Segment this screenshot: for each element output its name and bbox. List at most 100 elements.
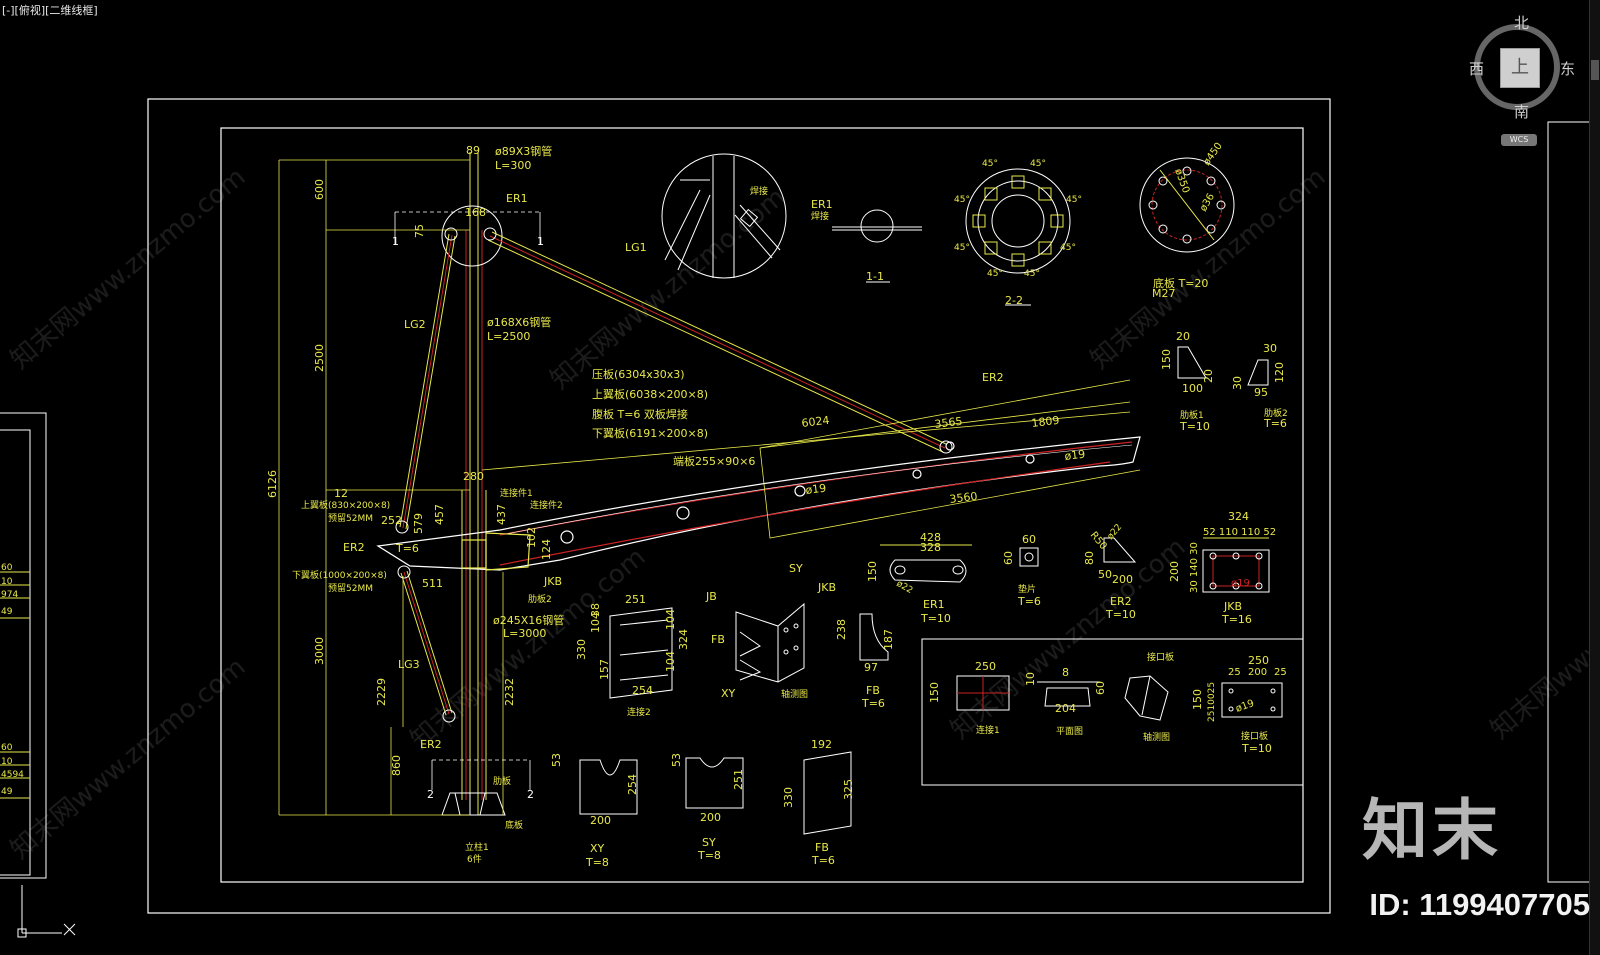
label-330b: 330 xyxy=(782,787,795,808)
base-plate-detail xyxy=(1139,157,1235,253)
label-fb2-part: FB xyxy=(815,841,829,854)
viewport-label[interactable]: [-][俯视][二维线框] xyxy=(2,4,98,17)
fb-plate xyxy=(859,613,889,661)
label-d22: ø22 xyxy=(895,579,915,596)
detail-box xyxy=(921,638,1304,786)
label-er1: ER1 xyxy=(506,192,528,205)
label-pipe245: ø245X16钢管 xyxy=(493,613,564,627)
left-row: 10 xyxy=(1,577,13,587)
label-d168: 168 xyxy=(465,206,486,219)
label-80: 80 xyxy=(1083,551,1096,565)
label-38: 38 xyxy=(589,603,602,617)
label-330: 330 xyxy=(575,639,588,660)
label-280: 280 xyxy=(463,470,484,483)
label-12: 12 xyxy=(334,487,348,500)
viewcube-west[interactable]: 西 xyxy=(1469,60,1485,78)
label-97: 97 xyxy=(864,661,878,674)
label-d19b: ø19 xyxy=(805,482,827,497)
label-6126: 6126 xyxy=(266,470,279,498)
label-er1-sub: 焊接 xyxy=(811,210,829,222)
joint-plate xyxy=(1221,682,1283,718)
viewcube[interactable]: 上 xyxy=(1470,18,1570,118)
label-er2-side: ER2 xyxy=(343,541,365,554)
label-53b: 53 xyxy=(670,753,683,767)
rib-plates xyxy=(1177,346,1269,386)
label-238: 238 xyxy=(835,619,848,640)
label-d350: ø350 xyxy=(1172,167,1191,194)
label-cut2b: 2 xyxy=(527,788,534,801)
label-base: 底板 xyxy=(505,819,523,831)
label-2500: 2500 xyxy=(313,344,326,372)
ucs-icon[interactable] xyxy=(17,885,76,938)
label-75: 75 xyxy=(413,224,426,238)
label-579: 579 xyxy=(412,513,425,534)
label-jp-t10: T=10 xyxy=(1241,742,1272,755)
label-er2b: ER2 xyxy=(420,738,442,751)
section-2-2 xyxy=(965,168,1071,306)
label-157: 157 xyxy=(598,659,611,680)
viewcube-north[interactable]: 北 xyxy=(1514,14,1530,32)
label-sec22: 2-2 xyxy=(1005,294,1023,307)
label-95: 95 xyxy=(1254,386,1268,399)
label-124: 124 xyxy=(540,539,553,560)
label-45d: 45° xyxy=(954,195,970,205)
label-100: 100 xyxy=(1182,382,1203,395)
scroll-thumb[interactable] xyxy=(1591,60,1599,80)
label-120: 120 xyxy=(1273,362,1286,383)
label-sy-part: SY xyxy=(702,836,716,849)
label-20a: 20 xyxy=(1176,330,1190,343)
beam xyxy=(376,379,1141,571)
label-45b: 45° xyxy=(1030,159,1046,169)
label-axon: 轴测图 xyxy=(1143,731,1170,743)
label-fb-t6: T=6 xyxy=(861,697,885,710)
label-45g: 45° xyxy=(987,269,1003,279)
wcs-dropdown[interactable]: WCS xyxy=(1501,134,1537,146)
label-d19c: ø19 xyxy=(1231,578,1250,589)
label-187: 187 xyxy=(882,629,895,650)
label-3000: 3000 xyxy=(313,637,326,665)
viewcube-south[interactable]: 南 xyxy=(1514,103,1530,121)
label-52-110: 52 110 110 52 xyxy=(1203,527,1276,538)
left-sheet: 60 10 974 49 60 10 4594 49 xyxy=(0,412,47,879)
label-60b: 60 xyxy=(1002,551,1015,565)
connection1-part xyxy=(956,675,1010,711)
label-2510025: 2510025 xyxy=(1207,682,1217,722)
label-254b: 254 xyxy=(626,774,639,795)
top-hub xyxy=(441,205,503,267)
label-bp-t20: 底板 T=20 xyxy=(1153,276,1208,290)
label-cut1a: 1 xyxy=(392,235,399,248)
label-reserve1: 预留52MM xyxy=(328,512,373,524)
er1-part xyxy=(880,544,972,583)
label-d450: ø450 xyxy=(1201,141,1224,168)
watermarks: 知末网www.znzmo.com 知末网www.znzmo.com 知末网www… xyxy=(5,162,1600,865)
label-200b: 200 xyxy=(1168,561,1181,582)
label-53a: 53 xyxy=(550,753,563,767)
label-45a: 45° xyxy=(982,159,998,169)
viewcube-ring xyxy=(1474,24,1560,110)
label-fb2-t6b: T=6 xyxy=(811,854,835,867)
label-l2500: L=2500 xyxy=(487,330,530,343)
label-m27: M27 xyxy=(1152,287,1176,300)
label-jb: JB xyxy=(705,590,717,603)
brand-logo: 知末 xyxy=(1362,792,1502,869)
vertical-scrollbar[interactable] xyxy=(1589,0,1600,955)
label-conn1: 连接1 xyxy=(976,724,1000,736)
sheet-inner-frame xyxy=(220,127,1304,883)
left-row: 60 xyxy=(1,563,13,573)
label-60c: 60 xyxy=(1094,681,1107,695)
label-324: 324 xyxy=(1228,510,1249,523)
label-cut2a: 2 xyxy=(427,788,434,801)
watermark: 知末网www.znzmo.com xyxy=(1485,532,1600,745)
label-250b: 250 xyxy=(1248,654,1269,667)
label-192: 192 xyxy=(811,738,832,751)
viewcube-east[interactable]: 东 xyxy=(1560,60,1576,78)
label-328: 328 xyxy=(920,541,941,554)
braces xyxy=(399,231,947,716)
viewcube-face[interactable]: 上 xyxy=(1500,48,1540,88)
design-id: ID: 1199407705 xyxy=(1369,887,1590,922)
label-104a: 104 xyxy=(589,612,602,633)
label-fb2-t6: T=6 xyxy=(1263,417,1287,430)
left-row: 10 xyxy=(1,757,13,767)
connection2-part xyxy=(609,607,673,699)
